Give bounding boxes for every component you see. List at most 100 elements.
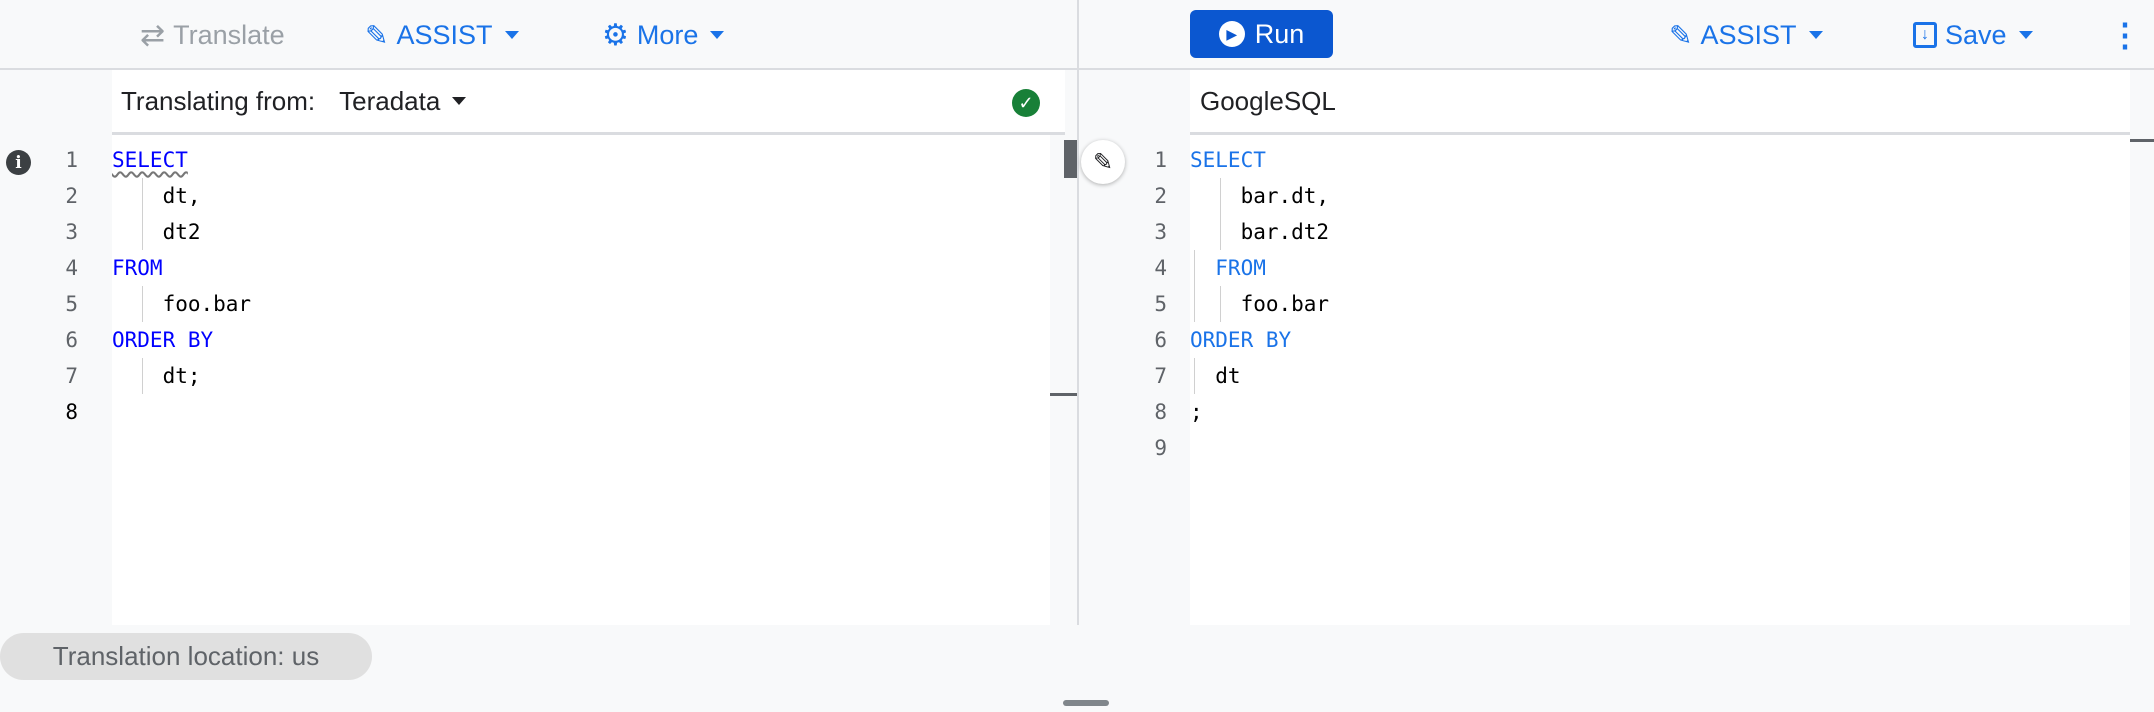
line-number: 2 [65, 184, 78, 208]
code-line: dt [1190, 358, 1241, 394]
code-text: foo.bar [1190, 292, 1330, 316]
check-circle-icon: ✓ [1012, 89, 1040, 117]
line-number: 5 [1154, 292, 1167, 316]
save-icon: ↓ [1913, 22, 1937, 48]
code-text: bar.dt, [1190, 184, 1330, 208]
line-number: 7 [65, 364, 78, 388]
chevron-down-icon [2018, 31, 2033, 39]
line-number: 7 [1154, 364, 1167, 388]
indent-guide [1220, 178, 1221, 250]
save-button[interactable]: ↓ Save [1913, 15, 2033, 55]
translation-location-label: Translation location: us [52, 641, 320, 671]
code-line: foo.bar [1190, 286, 1330, 322]
play-icon: ▶ [1218, 21, 1245, 47]
save-label: Save [1945, 19, 2007, 50]
code-text: bar.dt2 [1190, 220, 1330, 244]
line-number: 8 [65, 400, 78, 424]
magic-pen-icon: ✎ [1669, 19, 1693, 51]
run-button[interactable]: ▶ Run [1190, 10, 1333, 58]
source-dialect-header: Translating from: Teradata ✓ [112, 70, 1065, 135]
code-line: SELECT [112, 142, 188, 178]
magic-pen-icon: ✎ [365, 19, 389, 51]
target-dialect-label: GoogleSQL [1200, 85, 1336, 116]
sql-keyword: FROM [1190, 256, 1266, 280]
indent-guide [1194, 358, 1195, 394]
resize-handle[interactable] [1063, 700, 1109, 706]
line-number: 4 [65, 256, 78, 280]
code-line: FROM [112, 250, 163, 286]
more-label: More [636, 19, 699, 50]
code-line: ORDER BY [1190, 322, 1291, 358]
assist-label: ASSIST [396, 19, 493, 50]
code-line: dt, [112, 178, 201, 214]
translating-from-label: Translating from: [121, 85, 316, 116]
sql-keyword: SELECT [112, 148, 188, 172]
chevron-down-icon [1808, 31, 1823, 39]
indent-guide [142, 358, 143, 394]
code-line: ORDER BY [112, 322, 213, 358]
code-line: bar.dt2 [1190, 214, 1330, 250]
indent-guide [142, 178, 143, 250]
line-number: 2 [1154, 184, 1167, 208]
overview-ruler-marker [1050, 393, 1077, 396]
right-toolbar: ▶ Run ✎ ASSIST ↓ Save ⋮ [1079, 0, 2154, 70]
chevron-down-icon [504, 31, 519, 39]
assist-button-left[interactable]: ✎ ASSIST [365, 15, 519, 55]
info-icon[interactable]: i [6, 150, 31, 175]
code-line: foo.bar [112, 286, 252, 322]
sql-keyword: SELECT [1190, 148, 1266, 172]
assist-button-right[interactable]: ✎ ASSIST [1669, 15, 1823, 55]
target-gutter: ✎ 1 2 3 4 5 6 7 8 9 [1079, 135, 1190, 625]
indent-guide [1220, 286, 1221, 322]
code-line: bar.dt, [1190, 178, 1330, 214]
target-dialect-header: GoogleSQL [1190, 70, 2130, 135]
line-number: 1 [1154, 148, 1167, 172]
code-text: dt, [112, 184, 201, 208]
indent-guide [142, 286, 143, 322]
code-text: dt2 [112, 220, 201, 244]
line-number: 1 [65, 148, 78, 172]
sql-keyword: FROM [112, 256, 163, 280]
source-gutter: i 1 2 3 4 5 6 7 8 [0, 135, 112, 625]
line-number: 6 [1154, 328, 1167, 352]
line-number: 3 [1154, 220, 1167, 244]
left-toolbar: ⇄ Translate ✎ ASSIST ⚙ More [0, 0, 1077, 70]
assist-label: ASSIST [1700, 19, 1797, 50]
line-number: 8 [1154, 400, 1167, 424]
code-line: SELECT [1190, 142, 1266, 178]
scrollbar-thumb[interactable] [1064, 140, 1077, 178]
sql-keyword: ORDER BY [112, 328, 214, 352]
sql-keyword: ORDER BY [1190, 328, 1292, 352]
overview-ruler-marker [2130, 139, 2154, 142]
more-vert-icon[interactable]: ⋮ [2109, 17, 2141, 53]
translation-location-chip[interactable]: Translation location: us [0, 633, 372, 680]
code-line: dt2 [112, 214, 201, 250]
code-text: dt; [112, 364, 201, 388]
translate-button[interactable]: ⇄ Translate [140, 15, 285, 55]
source-dialect-select[interactable]: Teradata [339, 85, 467, 117]
code-text: foo.bar [112, 292, 252, 316]
source-dialect-value: Teradata [339, 85, 441, 116]
code-line: dt; [112, 358, 201, 394]
gear-icon: ⚙ [602, 18, 629, 52]
code-line: FROM [1190, 250, 1266, 286]
line-number: 4 [1154, 256, 1167, 280]
line-number: 6 [65, 328, 78, 352]
code-text: ; [1190, 400, 1203, 424]
line-number: 3 [65, 220, 78, 244]
line-number: 9 [1154, 436, 1167, 460]
chevron-down-icon [452, 97, 467, 105]
code-text: dt [1190, 364, 1241, 388]
chevron-down-icon [710, 31, 725, 39]
pane-divider[interactable] [1077, 0, 1079, 625]
line-number: 5 [65, 292, 78, 316]
run-label: Run [1254, 18, 1305, 49]
indent-guide [1194, 250, 1195, 322]
magic-pen-icon[interactable]: ✎ [1081, 140, 1125, 184]
translate-label: Translate [173, 19, 285, 50]
code-line: ; [1190, 394, 1203, 430]
swap-icon: ⇄ [140, 18, 166, 52]
more-button[interactable]: ⚙ More [602, 15, 725, 55]
